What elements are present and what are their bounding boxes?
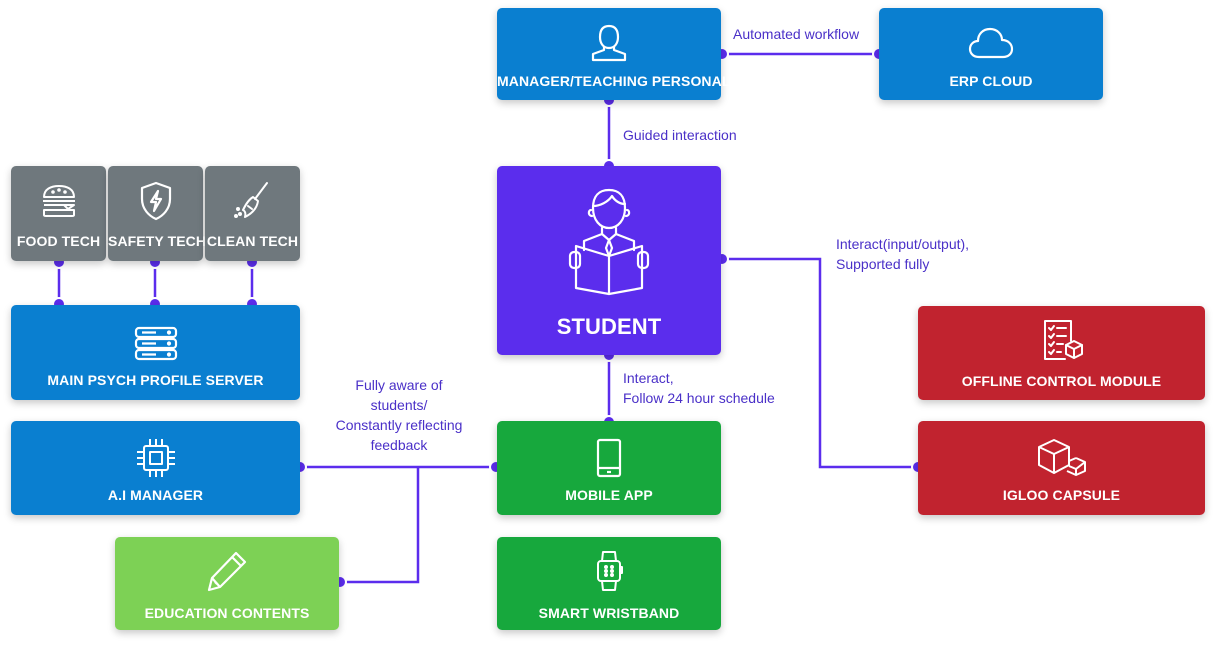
cloud-icon (967, 26, 1015, 60)
smart-wristband-node[interactable]: SMART WRISTBAND (497, 537, 721, 630)
manager-node[interactable]: MANAGER/TEACHING PERSONAL (497, 8, 731, 100)
mobile-app-node[interactable]: MOBILE APP (497, 421, 721, 515)
student-label: STUDENT (556, 314, 662, 339)
clean-tech-label: CLEAN TECH (206, 233, 299, 249)
burger-icon (41, 184, 77, 218)
smartwatch-icon (594, 549, 624, 593)
food-tech-label: FOOD TECH (16, 233, 101, 249)
label-fully-aware-line2: students/ (370, 397, 428, 413)
checklist-box-icon (1039, 319, 1085, 363)
ai-manager-node[interactable]: A.I MANAGER (11, 421, 300, 515)
student-node[interactable]: STUDENT (497, 166, 721, 355)
label-fully-aware-line1: Fully aware of (355, 377, 443, 393)
manager-label: MANAGER/TEACHING PERSONAL (497, 73, 731, 89)
education-contents-node[interactable]: EDUCATION CONTENTS (115, 537, 339, 630)
safety-tech-node[interactable]: SAFETY TECH (108, 166, 207, 261)
psych-server-label: MAIN PSYCH PROFILE SERVER (47, 372, 264, 388)
label-interact-schedule: Interact, Follow 24 hour schedule (623, 368, 775, 408)
safety-tech-label: SAFETY TECH (108, 233, 207, 249)
igloo-capsule-label: IGLOO CAPSULE (1002, 487, 1121, 503)
user-icon (588, 22, 630, 64)
offline-control-node[interactable]: OFFLINE CONTROL MODULE (918, 306, 1205, 400)
offline-control-label: OFFLINE CONTROL MODULE (961, 373, 1162, 389)
smart-wristband-label: SMART WRISTBAND (538, 605, 680, 621)
broom-icon (233, 180, 273, 220)
label-interact-io-line1: Interact(input/output), (836, 236, 970, 252)
erp-cloud-node[interactable]: ERP CLOUD (879, 8, 1103, 100)
erp-cloud-label: ERP CLOUD (949, 73, 1033, 89)
igloo-capsule-node[interactable]: IGLOO CAPSULE (918, 421, 1205, 515)
smartphone-icon (595, 438, 623, 478)
pencil-icon (205, 549, 249, 593)
label-interact-io: Interact(input/output), Supported fully (836, 234, 969, 274)
label-automated-workflow: Automated workflow (733, 26, 860, 42)
label-interact-io-line2: Supported fully (836, 256, 930, 272)
education-contents-label: EDUCATION CONTENTS (144, 605, 310, 621)
label-fully-aware: Fully aware of students/ Constantly refl… (318, 375, 480, 455)
label-guided-interaction: Guided interaction (623, 127, 737, 143)
clean-tech-node[interactable]: CLEAN TECH (205, 166, 300, 261)
label-fully-aware-line4: feedback (370, 437, 428, 453)
ai-manager-label: A.I MANAGER (107, 487, 204, 503)
label-interact-schedule-line1: Interact, (623, 370, 674, 386)
food-tech-node[interactable]: FOOD TECH (11, 166, 106, 261)
server-icon (134, 325, 178, 361)
chip-icon (135, 437, 177, 479)
mobile-app-label: MOBILE APP (565, 487, 653, 503)
label-fully-aware-line3: Constantly reflecting (335, 417, 463, 433)
cubes-icon (1036, 437, 1088, 477)
label-interact-schedule-line2: Follow 24 hour schedule (623, 390, 775, 406)
student-reading-icon (568, 186, 650, 296)
psych-server-node[interactable]: MAIN PSYCH PROFILE SERVER (11, 305, 300, 400)
shield-bolt-icon (139, 181, 173, 221)
